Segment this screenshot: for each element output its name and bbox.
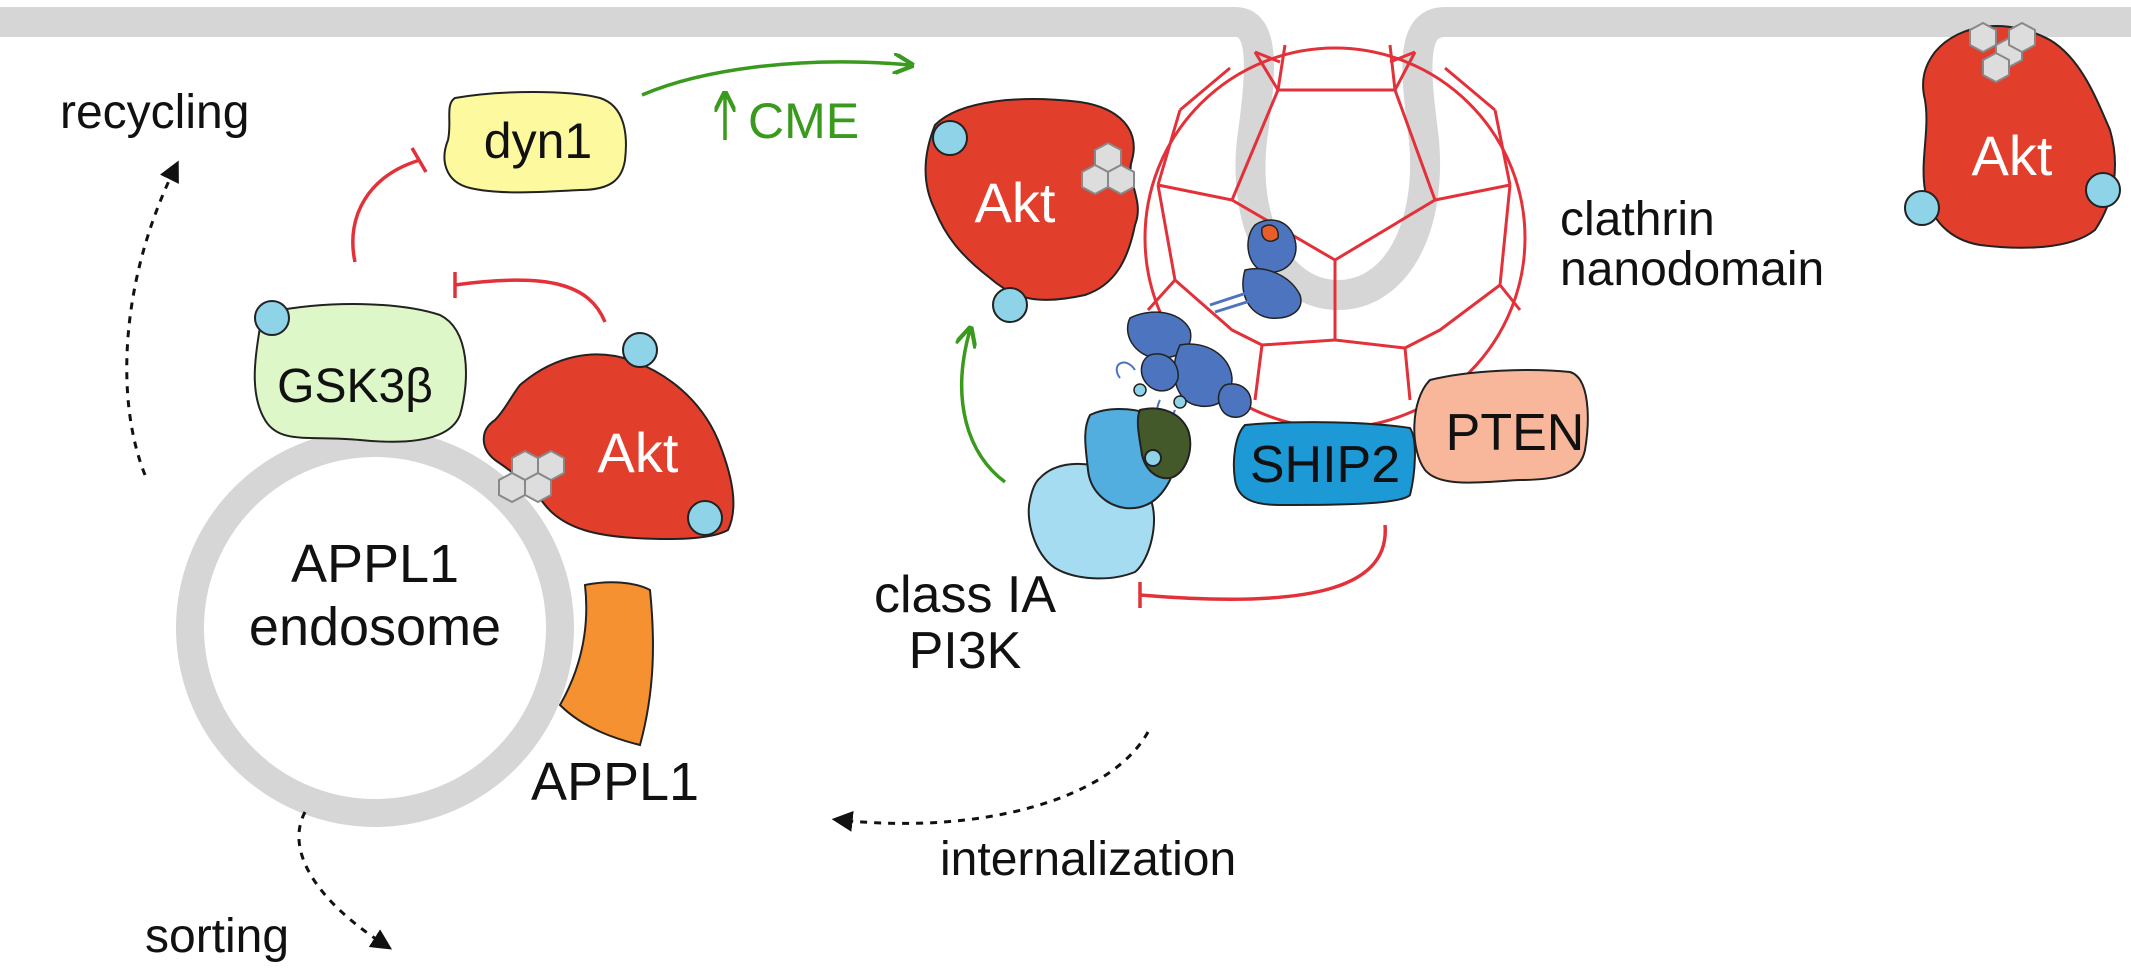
phospho-site: [254, 300, 290, 336]
clathrin-label-line2: nanodomain: [1560, 243, 1824, 296]
inhibit-ship2-to-pi3k: [1139, 524, 1387, 601]
phospho-site: [2085, 172, 2121, 208]
gsk3b-group: GSK3β: [253, 300, 467, 443]
sorting-arrow: [297, 811, 393, 950]
class-ia-label-line2: PI3K: [909, 622, 1022, 680]
phospho-site: [622, 332, 658, 368]
ship2-label: SHIP2: [1250, 436, 1400, 494]
appl1-protein: [558, 581, 654, 747]
recycling-label: recycling: [60, 86, 249, 139]
phosphoinositide-headgroup: [1969, 21, 2036, 84]
class-ia-label-line1: class IA: [874, 566, 1056, 624]
gsk3b-label: GSK3β: [277, 360, 433, 413]
akt-label-clathrin: Akt: [975, 171, 1056, 234]
pi3k-complex: [1027, 407, 1192, 580]
gsk3b-protein: [253, 303, 467, 443]
trafficking-arrows: [125, 160, 1150, 950]
clathrin-label-line1: clathrin: [1560, 193, 1715, 246]
activate-cme: [641, 62, 910, 97]
inhibit-gsk3b-to-dyn1: [351, 158, 421, 263]
sorting-label: sorting: [145, 910, 289, 963]
internalization-arrow: [831, 731, 1150, 832]
akt-membrane-group: Akt: [1904, 21, 2121, 249]
dyn1-group: dyn1: [443, 91, 627, 194]
phospho-site: [992, 287, 1028, 323]
phospho-site: [687, 500, 723, 536]
akt-label-membrane: Akt: [1972, 124, 2053, 187]
pten-protein: [1413, 369, 1589, 484]
activation-arrows: [641, 62, 1007, 484]
ship2-protein: [1232, 421, 1416, 507]
recycling-arrow: [125, 160, 179, 476]
pten-label: PTEN: [1446, 404, 1585, 462]
ship2-group: SHIP2: [1232, 421, 1416, 507]
phosphoinositide-headgroup: [1081, 141, 1135, 196]
akt-endosome-group: Akt: [482, 332, 735, 541]
akt-blob-membrane: [1922, 25, 2116, 249]
akt-clathrin-group: Akt: [924, 98, 1139, 323]
plasma-membrane: [0, 7, 2131, 310]
akt-blob-clathrin: [924, 98, 1139, 301]
activate-pi3k-to-akt: [962, 330, 1007, 484]
akt-label-endosome: Akt: [598, 421, 679, 484]
internalization-label: internalization: [940, 833, 1236, 886]
pten-group: PTEN: [1413, 369, 1589, 484]
endosome-label-line1: APPL1: [291, 534, 459, 594]
dyn1-label: dyn1: [484, 113, 592, 169]
dyn1-protein: [443, 91, 627, 194]
cme-label: CME: [748, 93, 859, 149]
appl1-label: APPL1: [531, 752, 699, 812]
receptor-complex: [1115, 219, 1302, 420]
inhibition-arrows: [351, 147, 1387, 608]
appl1-endosome: [176, 429, 574, 827]
phospho-site: [1904, 190, 1940, 226]
phosphoinositide-headgroup: [498, 449, 565, 504]
endosome-label-line2: endosome: [249, 597, 501, 657]
inhibit-akt-to-gsk3b: [454, 278, 607, 323]
phospho-site: [932, 120, 968, 156]
